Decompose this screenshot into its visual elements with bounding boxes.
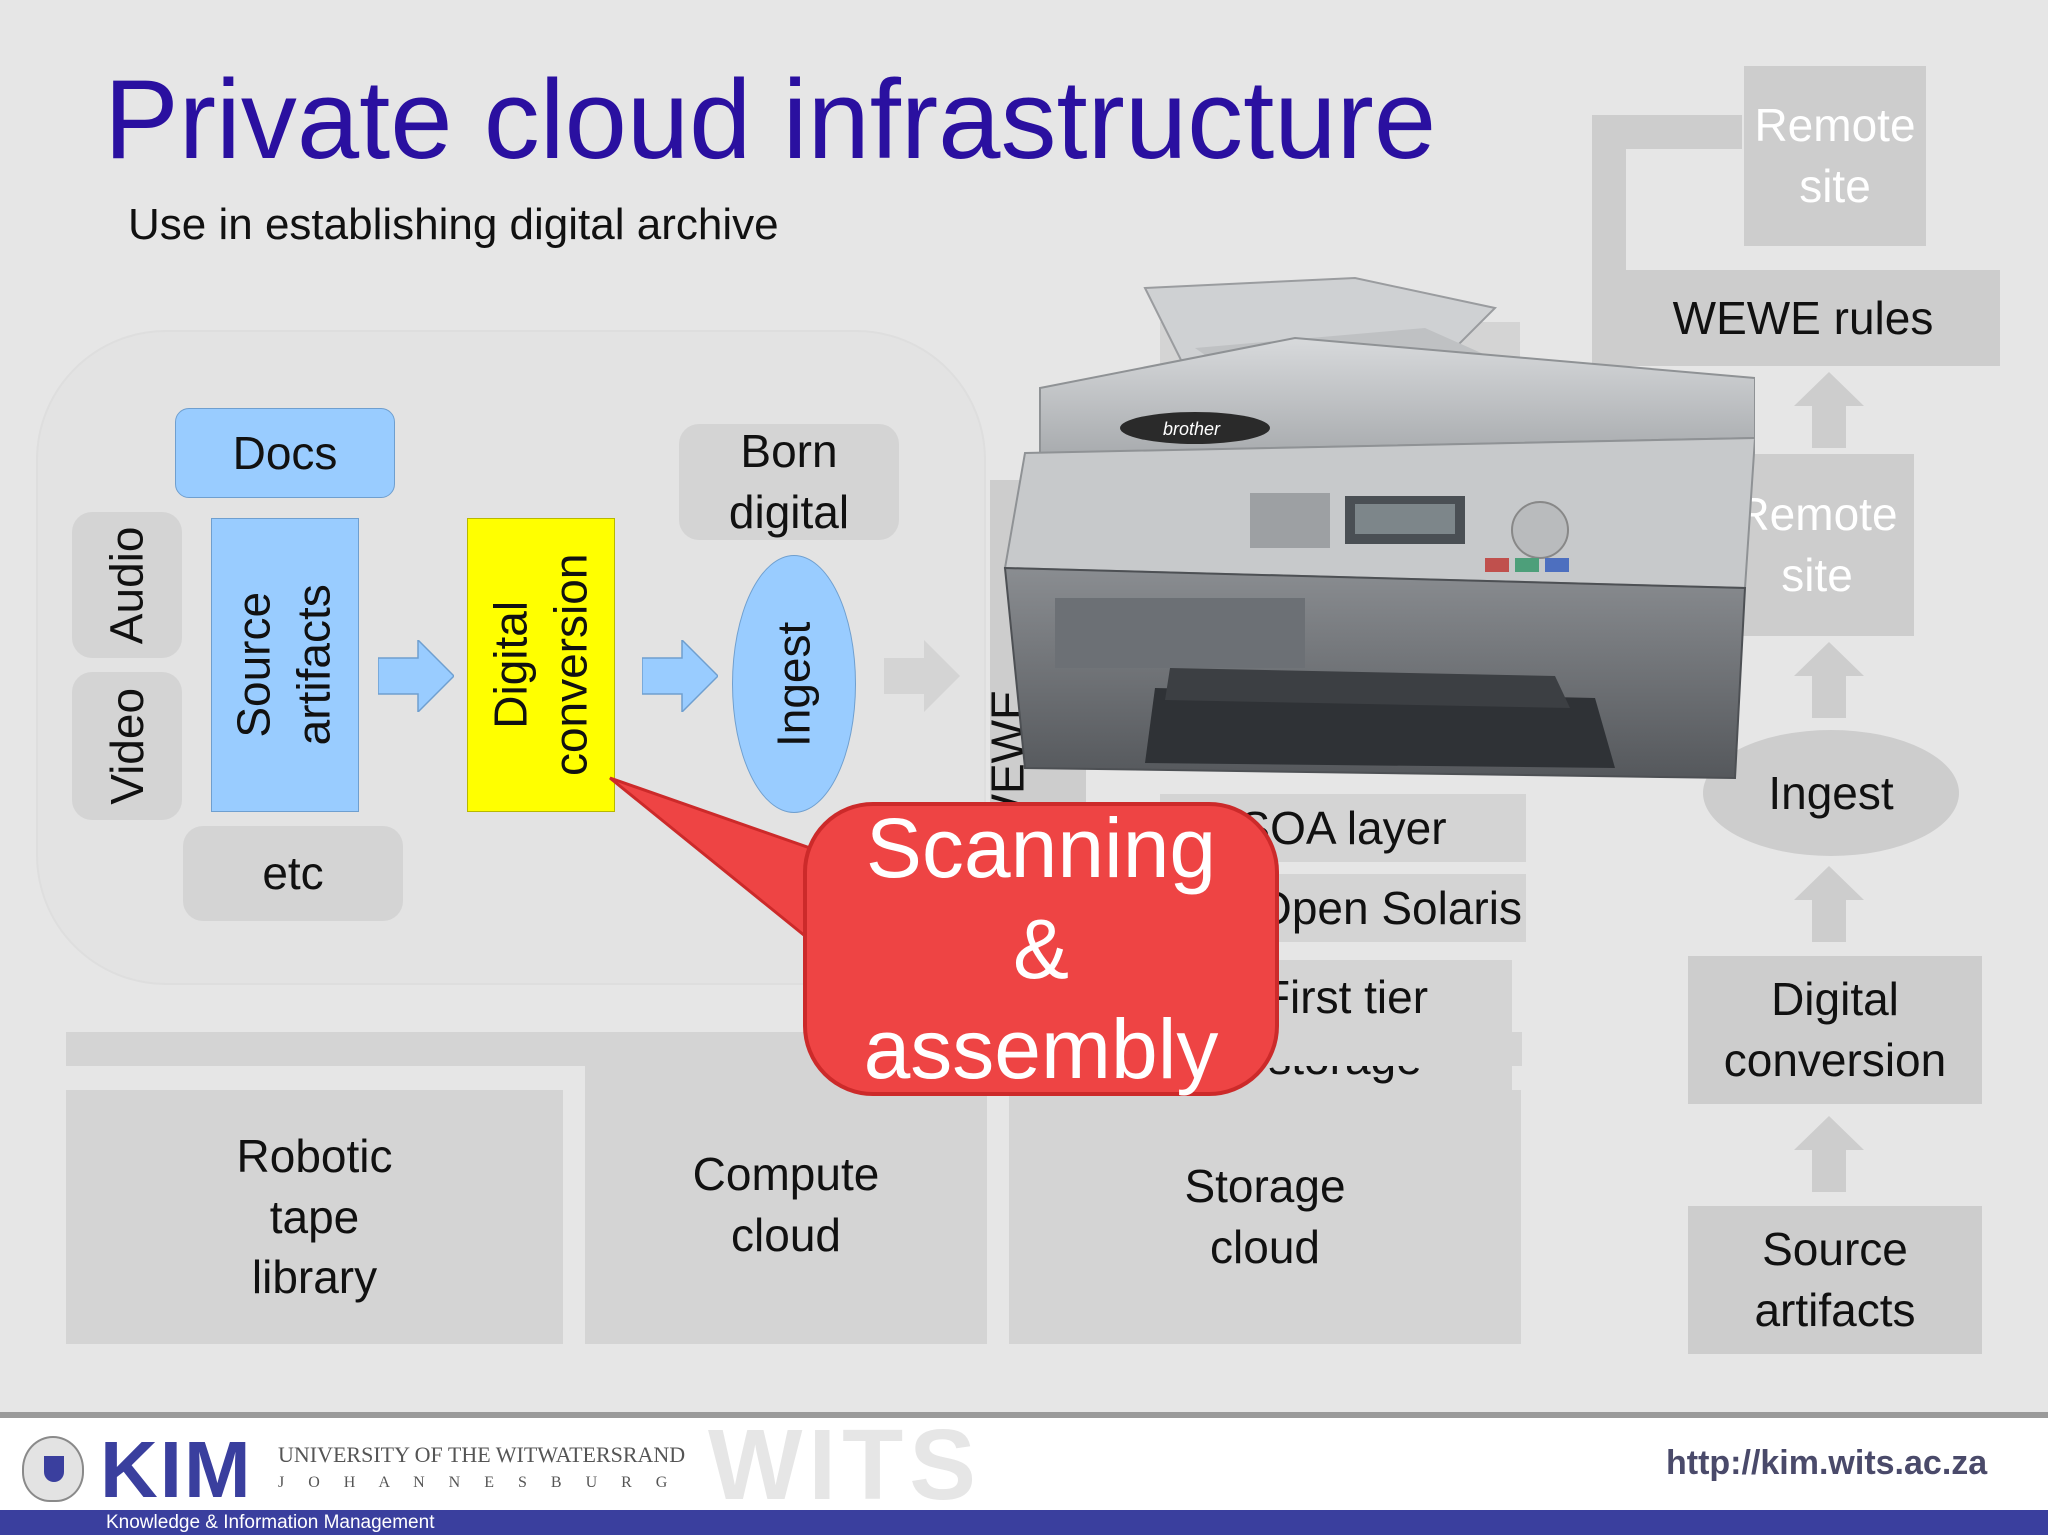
- callout-line-3: assembly: [863, 1002, 1219, 1097]
- slide-subtitle: Use in establishing digital archive: [128, 200, 779, 249]
- digital-conversion-label: Digital conversion: [484, 553, 597, 777]
- callout-bubble: Scanning & assembly: [803, 801, 1279, 1096]
- right-ingest-ellipse: Ingest: [1703, 730, 1959, 856]
- callout-line-2: &: [1012, 901, 1070, 996]
- remote-site-top-box: Remote site: [1744, 66, 1926, 246]
- robotic-tape-library-box: Robotic tape library: [66, 1090, 563, 1344]
- etc-label: etc: [262, 847, 324, 900]
- etc-box: etc: [183, 826, 403, 921]
- arrow-conversion-to-ingest: [642, 640, 718, 712]
- docs-label: Docs: [232, 426, 338, 479]
- university-name: UNIVERSITY OF THE WITWATERSRAND: [278, 1442, 686, 1467]
- arrow-up-to-ingest: [1794, 866, 1864, 942]
- remote-site-top-label: Remote site: [1754, 99, 1916, 212]
- printer-image: brother: [1003, 276, 1755, 780]
- docs-box: Docs: [175, 408, 395, 498]
- right-digital-conversion-box: Digital conversion: [1688, 956, 1982, 1104]
- right-ingest-label: Ingest: [1768, 766, 1894, 819]
- compute-cloud-box: Compute cloud: [585, 1066, 987, 1344]
- video-label: Video: [100, 687, 153, 805]
- footer-url-link[interactable]: http://kim.wits.ac.za: [1666, 1444, 1988, 1482]
- university-crest-icon: [22, 1436, 84, 1502]
- compute-cloud-label: Compute cloud: [692, 1148, 880, 1261]
- remote-site-mid-label: Remote site: [1736, 488, 1898, 601]
- slide-title: Private cloud infrastructure: [104, 57, 1437, 182]
- robotic-tape-library-label: Robotic tape library: [236, 1129, 393, 1304]
- kim-logo: KIM: [100, 1425, 253, 1514]
- audio-box: Audio: [72, 512, 182, 658]
- arrow-up-to-wewe-rules: [1794, 372, 1864, 448]
- wewe-rules-label: WEWE rules: [1672, 291, 1934, 344]
- born-digital-label: Born digital: [728, 425, 850, 538]
- source-artifacts-box: Source artifacts: [211, 518, 359, 812]
- footer-divider: [0, 1412, 2048, 1418]
- digital-conversion-box: Digital conversion: [467, 518, 615, 812]
- ingest-ellipse: Ingest: [732, 555, 856, 813]
- storage-cloud-label: Storage cloud: [1184, 1160, 1346, 1273]
- wewe-rules-box: WEWE rules: [1606, 270, 2000, 366]
- footer-bottom-bar: [0, 1510, 2048, 1535]
- arrow-up-to-digital-conversion: [1794, 1116, 1864, 1192]
- arrow-up-to-remote-site: [1794, 642, 1864, 718]
- footer-tagline: Knowledge & Information Management: [106, 1512, 435, 1533]
- printer-brand-label: brother: [1163, 419, 1221, 439]
- video-box: Video: [72, 672, 182, 820]
- bottom-connector-bar: [66, 1032, 1522, 1066]
- born-digital-box: Born digital: [679, 424, 899, 540]
- callout-line-1: Scanning: [865, 800, 1217, 895]
- ingest-label: Ingest: [767, 621, 820, 747]
- source-artifacts-label: Source artifacts: [228, 584, 341, 746]
- right-digital-conversion-label: Digital conversion: [1723, 973, 1947, 1086]
- right-source-artifacts-label: Source artifacts: [1754, 1223, 1916, 1336]
- wits-watermark: WITS: [708, 1409, 982, 1521]
- arrow-ingest-to-wewe: [884, 640, 960, 712]
- arrow-source-to-conversion: [378, 640, 454, 712]
- right-source-artifacts-box: Source artifacts: [1688, 1206, 1982, 1354]
- storage-cloud-box: Storage cloud: [1009, 1090, 1521, 1344]
- audio-label: Audio: [100, 526, 153, 644]
- johannesburg-label: J O H A N N E S B U R G: [278, 1474, 678, 1491]
- footer-band: [0, 1418, 2048, 1510]
